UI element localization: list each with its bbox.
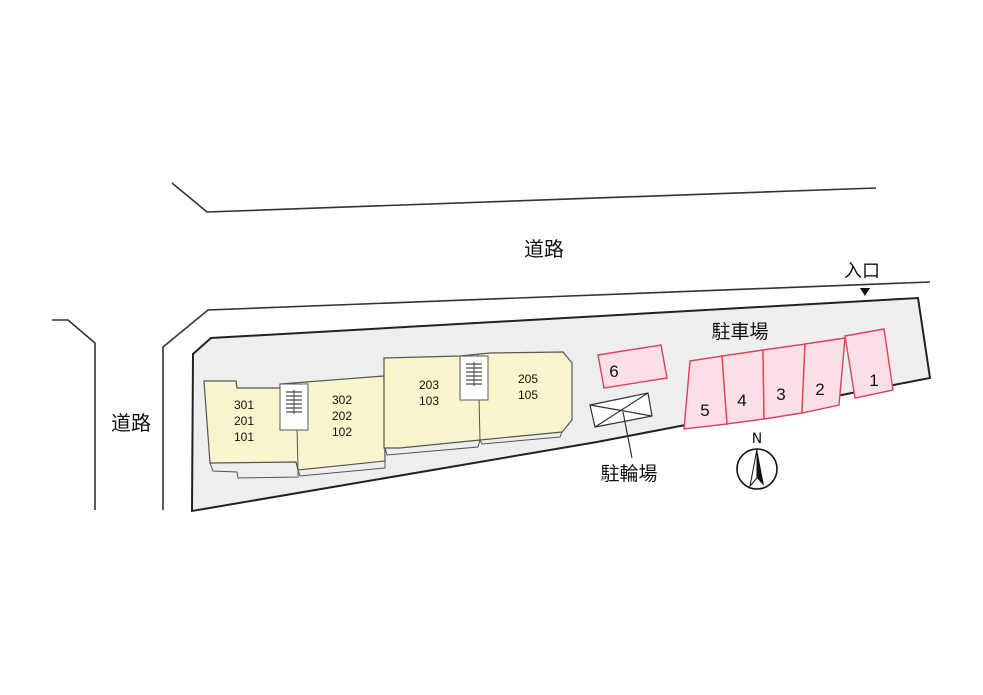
balcony-line-2 <box>297 461 386 477</box>
balcony-line-4 <box>479 431 563 445</box>
road-north-label: 道路 <box>524 237 564 261</box>
parking-space-2: 2 <box>801 337 846 414</box>
bicycle-parking-label: 駐輪場 <box>600 463 657 485</box>
entrance-label: 入口 <box>844 261 880 282</box>
staircase-1 <box>279 383 309 431</box>
unit-label: 202 <box>332 409 352 423</box>
bicycle-parking-area <box>589 392 653 428</box>
unit-label: 301 <box>234 398 254 412</box>
svg-text:2: 2 <box>815 380 824 399</box>
north-arrow-icon <box>736 448 778 490</box>
unit-label: 102 <box>332 425 352 439</box>
parking-space-4: 4 <box>721 349 765 425</box>
road-west-edge <box>52 319 96 510</box>
lot-outer-boundary <box>162 281 931 510</box>
parking-space-3: 3 <box>762 343 806 420</box>
unit-label: 103 <box>419 394 439 408</box>
north-label: N <box>752 431 762 447</box>
unit-label: 203 <box>419 378 439 392</box>
svg-text:5: 5 <box>700 401 709 420</box>
balcony-line-1 <box>209 462 299 479</box>
unit-label: 201 <box>234 414 254 428</box>
parking-space-6: 6 <box>597 344 668 389</box>
balcony-line-3 <box>384 439 481 456</box>
parking-space-1: 1 <box>844 328 894 399</box>
unit-label: 101 <box>234 430 254 444</box>
staircase-2 <box>459 355 489 401</box>
svg-text:6: 6 <box>609 362 618 381</box>
svg-text:1: 1 <box>869 371 878 390</box>
unit-label: 205 <box>518 372 538 386</box>
entrance-arrow-icon <box>860 288 870 296</box>
bicycle-parking-leader <box>622 411 633 459</box>
svg-text:4: 4 <box>737 391 746 410</box>
unit-label: 302 <box>332 393 352 407</box>
parking-space-5: 5 <box>683 355 728 430</box>
road-west-label: 道路 <box>111 411 151 435</box>
road-north-edge <box>171 182 877 213</box>
svg-text:3: 3 <box>776 385 785 404</box>
unit-label: 105 <box>518 388 538 402</box>
parking-label: 駐車場 <box>711 321 768 343</box>
